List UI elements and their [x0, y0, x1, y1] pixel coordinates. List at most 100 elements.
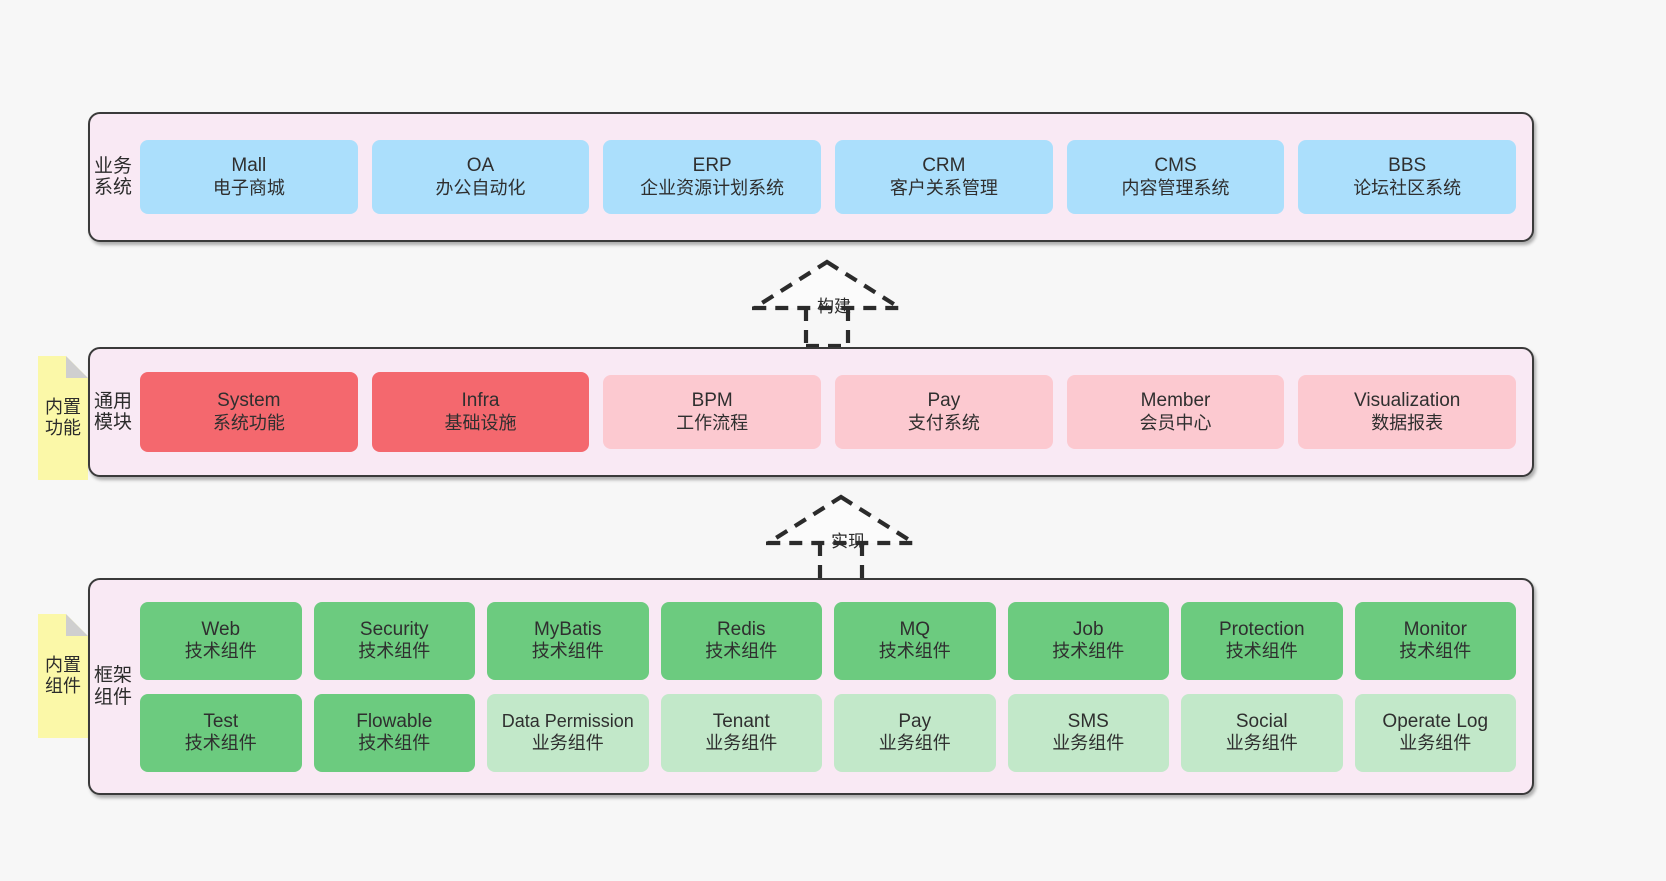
- node-title: Operate Log: [1382, 710, 1489, 732]
- node-tenant[interactable]: Tenant 业务组件: [660, 693, 822, 772]
- node-subtitle: 基础设施: [444, 412, 517, 433]
- node-title: Protection: [1218, 618, 1305, 640]
- node-subtitle: 技术组件: [358, 641, 431, 662]
- layer-body-common-modules: System 系统功能 Infra 基础设施 BPM 工作流程 Pay 支付系统…: [136, 349, 1532, 475]
- node-redis[interactable]: Redis 技术组件: [660, 601, 822, 680]
- node-oa[interactable]: OA 办公自动化: [371, 140, 590, 214]
- node-subtitle: 技术组件: [1052, 641, 1125, 662]
- node-title: Test: [203, 710, 239, 732]
- node-subtitle: 技术组件: [705, 641, 778, 662]
- node-title: Infra: [461, 390, 500, 412]
- layer-body-framework-components: Web 技术组件 Security 技术组件 MyBatis 技术组件 Redi…: [136, 580, 1532, 793]
- node-subtitle: 技术组件: [1225, 641, 1298, 662]
- node-monitor[interactable]: Monitor 技术组件: [1354, 601, 1516, 680]
- node-erp[interactable]: ERP 企业资源计划系统: [603, 140, 822, 214]
- node-title: ERP: [692, 155, 732, 177]
- node-subtitle: 技术组件: [878, 641, 951, 662]
- note-builtin-features: 内置功能: [38, 356, 88, 480]
- node-mybatis[interactable]: MyBatis 技术组件: [487, 601, 649, 680]
- node-title: Visualization: [1354, 390, 1461, 412]
- node-title: Pay: [898, 710, 932, 732]
- node-subtitle: 技术组件: [1399, 641, 1472, 662]
- node-subtitle: 业务组件: [878, 733, 951, 754]
- node-subtitle: 业务组件: [1225, 733, 1298, 754]
- node-title: MQ: [899, 618, 931, 640]
- connector-implement-label: 实现: [831, 532, 865, 551]
- node-title: Pay: [927, 390, 961, 412]
- node-protection[interactable]: Protection 技术组件: [1181, 601, 1343, 680]
- note-fold-icon: [66, 356, 88, 378]
- node-subtitle: 业务组件: [705, 733, 778, 754]
- node-title: Data Permission: [501, 710, 634, 731]
- framework-row-technical: Web 技术组件 Security 技术组件 MyBatis 技术组件 Redi…: [140, 601, 1516, 680]
- node-subtitle: 技术组件: [184, 733, 257, 754]
- node-subtitle: 内容管理系统: [1121, 177, 1230, 198]
- node-crm[interactable]: CRM 客户关系管理: [835, 140, 1053, 214]
- node-pay-component[interactable]: Pay 业务组件: [834, 693, 996, 772]
- framework-row-business: Test 技术组件 Flowable 技术组件 Data Permission …: [140, 693, 1516, 772]
- node-bbs[interactable]: BBS 论坛社区系统: [1298, 140, 1517, 214]
- node-title: Member: [1140, 390, 1211, 412]
- node-mall[interactable]: Mall 电子商城: [140, 140, 358, 214]
- node-subtitle: 业务组件: [1399, 733, 1472, 754]
- node-subtitle: 工作流程: [676, 412, 749, 433]
- node-title: OA: [466, 155, 495, 177]
- node-title: BBS: [1388, 155, 1427, 177]
- node-data-permission[interactable]: Data Permission 业务组件: [487, 693, 649, 772]
- node-title: Job: [1072, 618, 1104, 640]
- node-title: MyBatis: [533, 618, 602, 640]
- layer-title-business-systems: 业务系统: [93, 155, 132, 198]
- note-text: 内置组件: [45, 655, 81, 696]
- node-cms[interactable]: CMS 内容管理系统: [1066, 140, 1285, 214]
- node-subtitle: 会员中心: [1139, 412, 1212, 433]
- node-system[interactable]: System 系统功能: [140, 372, 358, 452]
- layer-common-modules: 通用模块 System 系统功能 Infra 基础设施 BPM 工作流程 Pay…: [88, 347, 1534, 477]
- node-subtitle: 电子商城: [212, 177, 285, 198]
- node-test[interactable]: Test 技术组件: [140, 693, 302, 772]
- node-title: Security: [359, 618, 429, 640]
- node-social[interactable]: Social 业务组件: [1181, 693, 1343, 772]
- layer-title-common-modules: 通用模块: [93, 390, 132, 433]
- node-title: Web: [201, 618, 241, 640]
- note-text: 内置功能: [45, 397, 81, 438]
- node-visualization[interactable]: Visualization 数据报表: [1298, 375, 1517, 449]
- node-title: Mall: [231, 155, 267, 177]
- node-title: System: [217, 390, 281, 412]
- node-operate-log[interactable]: Operate Log 业务组件: [1354, 693, 1516, 772]
- implement-arrow-icon: [760, 494, 922, 584]
- node-subtitle: 技术组件: [358, 733, 431, 754]
- node-member[interactable]: Member 会员中心: [1066, 375, 1285, 449]
- node-web[interactable]: Web 技术组件: [140, 601, 302, 680]
- node-subtitle: 企业资源计划系统: [640, 177, 785, 198]
- node-security[interactable]: Security 技术组件: [313, 601, 475, 680]
- node-flowable[interactable]: Flowable 技术组件: [313, 693, 475, 772]
- node-subtitle: 客户关系管理: [889, 177, 998, 198]
- node-subtitle: 支付系统: [907, 412, 980, 433]
- node-subtitle: 系统功能: [212, 412, 285, 433]
- node-title: CMS: [1154, 155, 1197, 177]
- node-title: Social: [1235, 710, 1288, 732]
- node-subtitle: 办公自动化: [435, 177, 526, 198]
- node-sms[interactable]: SMS 业务组件: [1007, 693, 1169, 772]
- connector-build: [746, 256, 912, 349]
- connector-build-label: 构建: [817, 297, 851, 316]
- layer-title-framework-components: 框架组件: [93, 665, 132, 708]
- note-builtin-components: 内置组件: [38, 614, 88, 738]
- node-pay-module[interactable]: Pay 支付系统: [835, 375, 1053, 449]
- layer-body-business-systems: Mall 电子商城 OA 办公自动化 ERP 企业资源计划系统 CRM 客户关系…: [136, 114, 1532, 240]
- build-arrow-icon: [746, 259, 908, 349]
- node-infra[interactable]: Infra 基础设施: [371, 372, 590, 452]
- node-bpm[interactable]: BPM 工作流程: [603, 375, 822, 449]
- node-mq[interactable]: MQ 技术组件: [834, 601, 996, 680]
- layer-business-systems: 业务系统 Mall 电子商城 OA 办公自动化 ERP 企业资源计划系统 CRM…: [88, 112, 1534, 242]
- node-subtitle: 论坛社区系统: [1353, 177, 1462, 198]
- node-title: SMS: [1067, 710, 1109, 732]
- node-title: BPM: [691, 390, 733, 412]
- note-fold-icon: [66, 614, 88, 636]
- node-title: Flowable: [356, 710, 433, 732]
- node-job[interactable]: Job 技术组件: [1007, 601, 1169, 680]
- node-title: Tenant: [712, 710, 770, 732]
- connector-implement: [760, 491, 926, 584]
- node-subtitle: 数据报表: [1371, 412, 1444, 433]
- node-subtitle: 技术组件: [184, 641, 257, 662]
